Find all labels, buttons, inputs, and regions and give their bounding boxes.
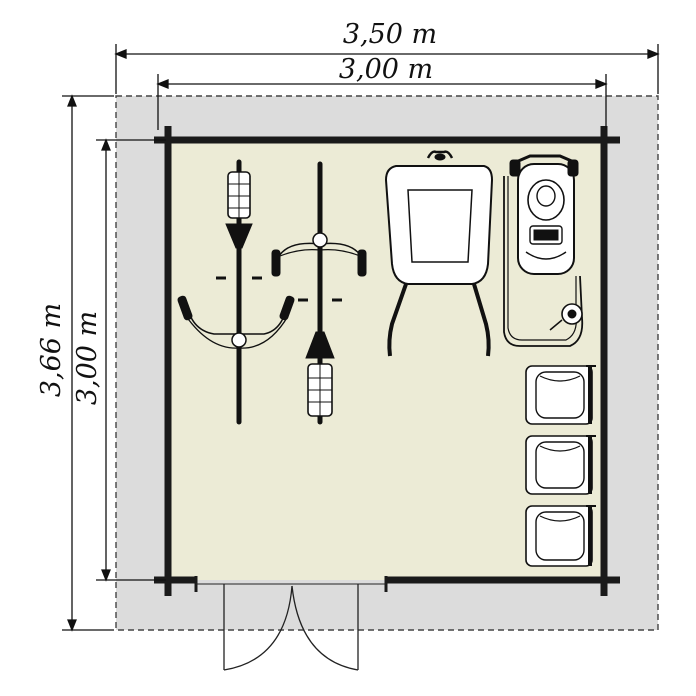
inner-depth-label: 3,00 m	[72, 311, 103, 405]
outer-depth-label: 3,66 m	[36, 303, 67, 397]
double-door	[196, 583, 386, 671]
walls	[154, 126, 620, 596]
bicycle-icon	[177, 159, 295, 425]
dimension-outer-depth	[62, 94, 114, 632]
inner-width-label: 3,00 m	[339, 54, 433, 85]
bicycle-icon	[271, 161, 367, 425]
lawn-mower-icon	[503, 154, 584, 347]
dimension-inner-width	[156, 74, 608, 130]
chair-icon	[525, 365, 596, 425]
dimension-inner-depth	[96, 138, 166, 582]
chair-icon	[525, 505, 596, 567]
chair-icon	[525, 435, 596, 495]
dimension-outer-width	[114, 44, 660, 94]
outer-width-label: 3,50 m	[343, 19, 437, 50]
wheelbarrow-icon	[384, 150, 494, 357]
